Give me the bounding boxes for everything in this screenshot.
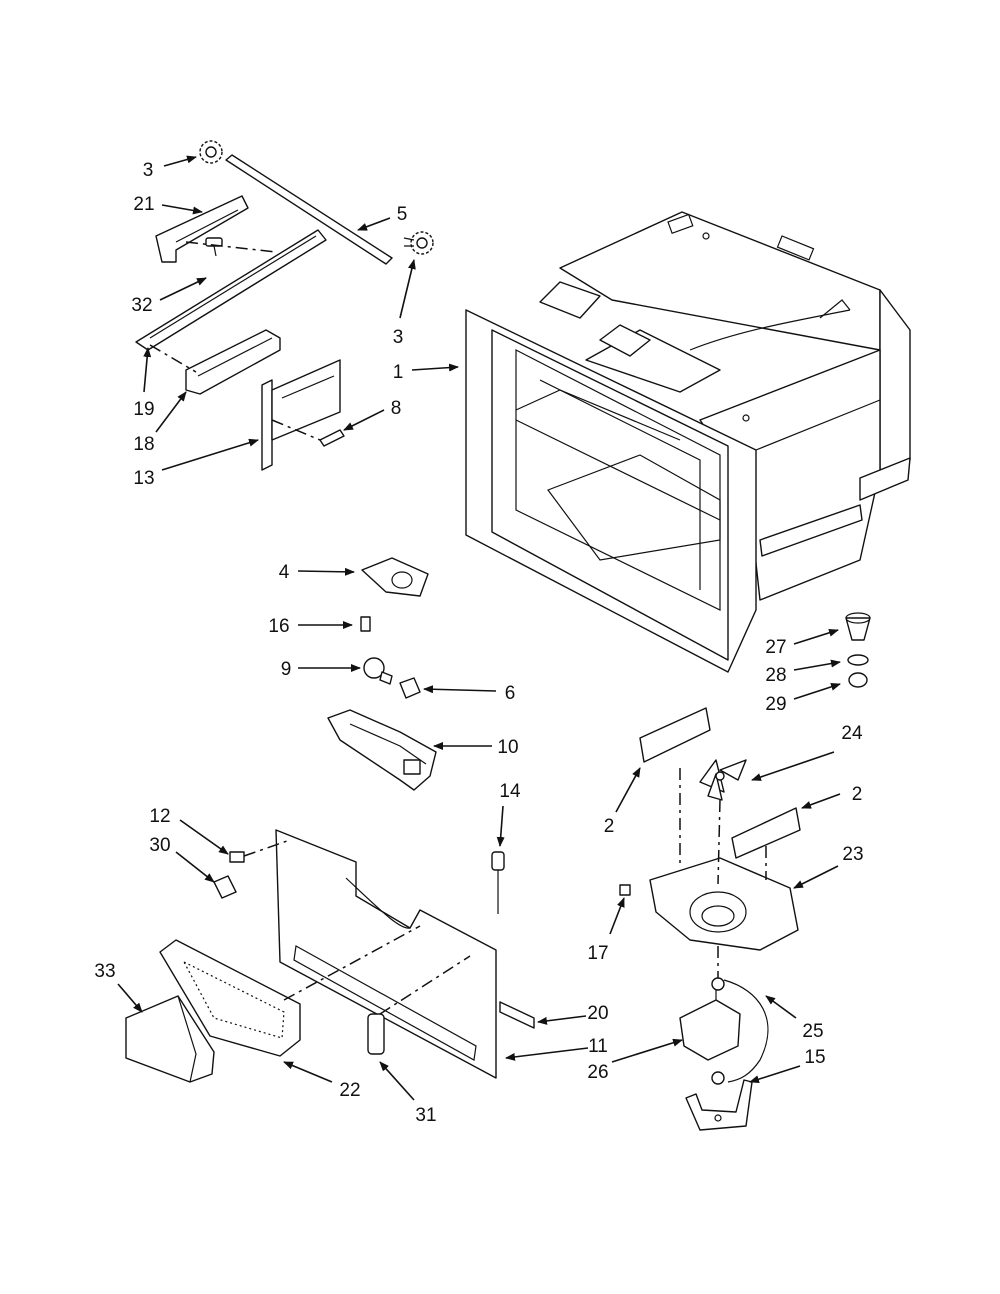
bracket-part-30 bbox=[213, 875, 237, 899]
slide-bracket-part bbox=[155, 195, 249, 263]
freezer-bin-part bbox=[465, 211, 911, 673]
callout-3-lower: 3 bbox=[393, 327, 404, 348]
control-housing-part bbox=[327, 709, 437, 791]
cap-part bbox=[845, 612, 871, 641]
callout-30: 30 bbox=[149, 835, 170, 856]
callout-14: 14 bbox=[499, 781, 521, 802]
fan-blade-part bbox=[699, 759, 747, 801]
wire-harness-part bbox=[723, 979, 769, 1083]
callout-24: 24 bbox=[841, 723, 863, 744]
foam-tape-part bbox=[639, 707, 711, 763]
callout-21: 21 bbox=[133, 194, 154, 215]
foam-tape-part-lower bbox=[731, 807, 801, 859]
callout-11: 11 bbox=[588, 1036, 608, 1057]
callout-23: 23 bbox=[842, 844, 863, 865]
assembly-line bbox=[283, 925, 421, 1001]
callout-25: 25 bbox=[802, 1021, 823, 1042]
screw-part-8 bbox=[319, 429, 345, 447]
callout-2-right: 2 bbox=[852, 784, 863, 805]
rack-part bbox=[185, 329, 281, 395]
callout-3: 3 bbox=[143, 160, 154, 181]
motor-bracket-part bbox=[685, 1071, 753, 1131]
callout-28: 28 bbox=[765, 665, 786, 686]
callout-2: 2 bbox=[604, 816, 615, 837]
callout-13: 13 bbox=[133, 468, 154, 489]
screw-part bbox=[205, 237, 223, 257]
screw-part-17 bbox=[619, 884, 631, 896]
rear-panel-part bbox=[275, 829, 497, 1079]
callout-6: 6 bbox=[505, 683, 516, 704]
callout-4: 4 bbox=[279, 562, 290, 583]
screw-part-12 bbox=[229, 851, 245, 863]
washer-part bbox=[847, 654, 869, 666]
assembly-line bbox=[271, 419, 321, 441]
callout-29: 29 bbox=[765, 694, 786, 715]
fan-housing-part bbox=[649, 857, 799, 951]
foam-strip-part bbox=[499, 1001, 535, 1029]
callout-8: 8 bbox=[391, 398, 402, 419]
grommet-part bbox=[848, 672, 868, 688]
callout-10: 10 bbox=[497, 737, 518, 758]
slide-mount-part bbox=[261, 359, 341, 471]
callout-32: 32 bbox=[131, 295, 152, 316]
callout-16: 16 bbox=[268, 616, 289, 637]
callout-27: 27 bbox=[765, 637, 786, 658]
callout-26: 26 bbox=[587, 1062, 608, 1083]
callout-1: 1 bbox=[393, 362, 404, 383]
callout-labels: 3 21 5 32 3 1 19 18 8 13 4 16 9 6 27 28 … bbox=[94, 160, 863, 1126]
axle-rod-part bbox=[225, 154, 393, 265]
callout-33: 33 bbox=[94, 961, 115, 982]
callout-15: 15 bbox=[804, 1047, 825, 1068]
assembly-line bbox=[717, 799, 721, 885]
fan-motor-part bbox=[679, 977, 741, 1061]
sensor-part bbox=[367, 1013, 385, 1055]
callout-12: 12 bbox=[149, 806, 170, 827]
callout-17: 17 bbox=[587, 943, 608, 964]
assembly-line bbox=[243, 839, 291, 857]
light-housing-part bbox=[361, 557, 429, 597]
assembly-line bbox=[149, 344, 197, 373]
assembly-line bbox=[379, 955, 471, 1015]
callout-19: 19 bbox=[133, 399, 154, 420]
grille-part bbox=[159, 939, 301, 1057]
callout-18: 18 bbox=[133, 434, 154, 455]
cover-block-part bbox=[125, 995, 215, 1083]
gear-part-lower bbox=[403, 231, 434, 255]
callout-31: 31 bbox=[415, 1105, 436, 1126]
callout-9: 9 bbox=[281, 659, 292, 680]
callout-20: 20 bbox=[587, 1003, 608, 1024]
assembly-line bbox=[185, 241, 277, 253]
leader-lines bbox=[117, 155, 841, 1101]
light-socket-part bbox=[399, 677, 421, 699]
thermistor-probe-part bbox=[491, 851, 505, 914]
callout-5: 5 bbox=[397, 204, 408, 225]
callout-22: 22 bbox=[339, 1080, 360, 1101]
switch-part bbox=[360, 616, 371, 632]
light-bulb-part bbox=[363, 657, 393, 685]
gear-part bbox=[199, 140, 223, 164]
